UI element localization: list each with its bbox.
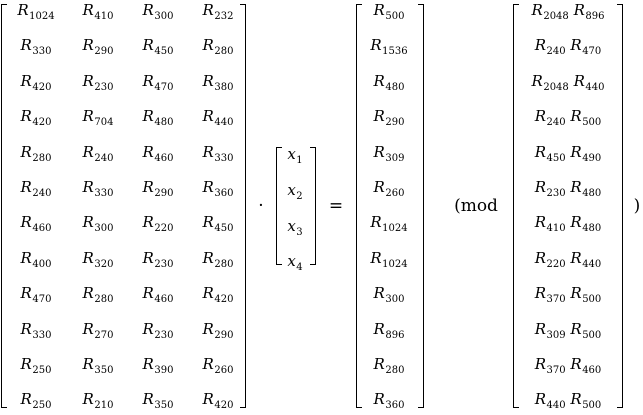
moduli-entry: R450 R490: [534, 142, 602, 164]
matrix-a-entry: R460: [20, 213, 52, 235]
matrix-a-entry: R270: [82, 319, 114, 341]
matrix-a-entry: R330: [20, 319, 52, 341]
moduli-entry: R370 R500: [534, 284, 602, 306]
vector-b-entry: R260: [373, 178, 405, 199]
matrix-a-entry: R330: [202, 142, 234, 164]
vector-b-entry: R300: [373, 284, 405, 306]
moduli-entry: R220 R440: [534, 248, 602, 270]
matrix-a-entry: R350: [82, 355, 114, 376]
moduli-entry: R370 R460: [534, 355, 602, 376]
moduli-left-bracket: [513, 4, 519, 408]
matrix-a-entry: R300: [82, 213, 114, 235]
moduli-entry: R240 R500: [534, 107, 602, 129]
moduli-entry: R410 R480: [534, 213, 602, 235]
vector-b-entry: R280: [373, 355, 405, 376]
vector-b-entry: R480: [373, 71, 405, 93]
vector-b-entry: R309: [373, 142, 405, 164]
vector-x-left-bracket: [276, 147, 282, 265]
matrix-a-entry: R380: [202, 71, 234, 93]
matrix-a-entry: R450: [142, 36, 174, 58]
moduli-entry: R240 R470: [534, 36, 602, 58]
matrix-a-entry: R320: [82, 248, 114, 270]
matrix-a-entry: R240: [82, 142, 114, 164]
vector-b-right-bracket: [418, 4, 424, 408]
matrix-a-entry: R470: [20, 284, 52, 306]
matrix-a-entry: R290: [202, 319, 234, 341]
matrix-a-entry: R290: [142, 178, 174, 199]
vector-x-entry: x2: [287, 181, 303, 202]
dot-operator: ·: [258, 196, 264, 216]
vector-b-entry: R1536: [370, 36, 408, 58]
matrix-a-entry: R280: [202, 248, 234, 270]
matrix-a-entry: R440: [202, 107, 234, 129]
vector-x-right-bracket: [310, 147, 316, 265]
matrix-a-entry: R460: [142, 284, 174, 306]
matrix-a-entry: R230: [82, 71, 114, 93]
matrix-a-entry: R220: [142, 213, 174, 235]
vector-x-entry: x3: [287, 217, 303, 238]
matrix-a-entry: R240: [20, 178, 52, 199]
matrix-a-entry: R420: [20, 107, 52, 129]
matrix-a-entry: R230: [142, 319, 174, 341]
matrix-a-entry: R400: [20, 248, 52, 270]
equals-sign: =: [328, 196, 344, 216]
matrix-a-entry: R280: [20, 142, 52, 164]
mod-close-paren: ): [633, 196, 641, 216]
vector-b-entry: R360: [373, 390, 405, 412]
matrix-a-entry: R330: [82, 178, 114, 199]
matrix-a-entry: R250: [20, 355, 52, 376]
matrix-a-entry: R470: [142, 71, 174, 93]
moduli-entry: R2048 R896: [531, 1, 605, 22]
matrix-a-entry: R260: [202, 355, 234, 376]
vector-b-entry: R500: [373, 1, 405, 22]
vector-b-left-bracket: [356, 4, 362, 408]
matrix-a-entry: R1024: [17, 1, 55, 22]
matrix-a-entry: R300: [142, 1, 174, 22]
matrix-a-entry: R350: [142, 390, 174, 412]
matrix-a-entry: R450: [202, 213, 234, 235]
mod-open-label: (mod: [454, 196, 498, 216]
matrix-a-entry: R480: [142, 107, 174, 129]
matrix-a-entry: R420: [202, 390, 234, 412]
moduli-entry: R309 R500: [534, 319, 602, 341]
vector-b-entry: R896: [373, 319, 405, 341]
matrix-a-entry: R704: [82, 107, 114, 129]
vector-b-entry: R1024: [370, 248, 408, 270]
matrix-a-entry: R230: [142, 248, 174, 270]
matrix-a-entry: R210: [82, 390, 114, 412]
matrix-a-right-bracket: [240, 4, 246, 408]
matrix-a-entry: R232: [202, 1, 234, 22]
moduli-right-bracket: [617, 4, 623, 408]
matrix-a-entry: R420: [202, 284, 234, 306]
matrix-a-entry: R390: [142, 355, 174, 376]
vector-x-entry: x1: [287, 145, 303, 166]
moduli-entry: R230 R480: [534, 178, 602, 199]
matrix-a-entry: R280: [82, 284, 114, 306]
moduli-entry: R2048 R440: [531, 71, 605, 93]
moduli-entry: R440 R500: [534, 390, 602, 412]
vector-x-entry: x4: [287, 252, 303, 273]
matrix-a-entry: R330: [20, 36, 52, 58]
matrix-a-entry: R250: [20, 390, 52, 412]
vector-b-entry: R1024: [370, 213, 408, 235]
matrix-a-entry: R420: [20, 71, 52, 93]
vector-b-entry: R290: [373, 107, 405, 129]
matrix-a-entry: R460: [142, 142, 174, 164]
matrix-a-entry: R290: [82, 36, 114, 58]
matrix-a-entry: R410: [82, 1, 114, 22]
matrix-a-left-bracket: [1, 4, 7, 408]
matrix-a-entry: R280: [202, 36, 234, 58]
matrix-a-entry: R360: [202, 178, 234, 199]
